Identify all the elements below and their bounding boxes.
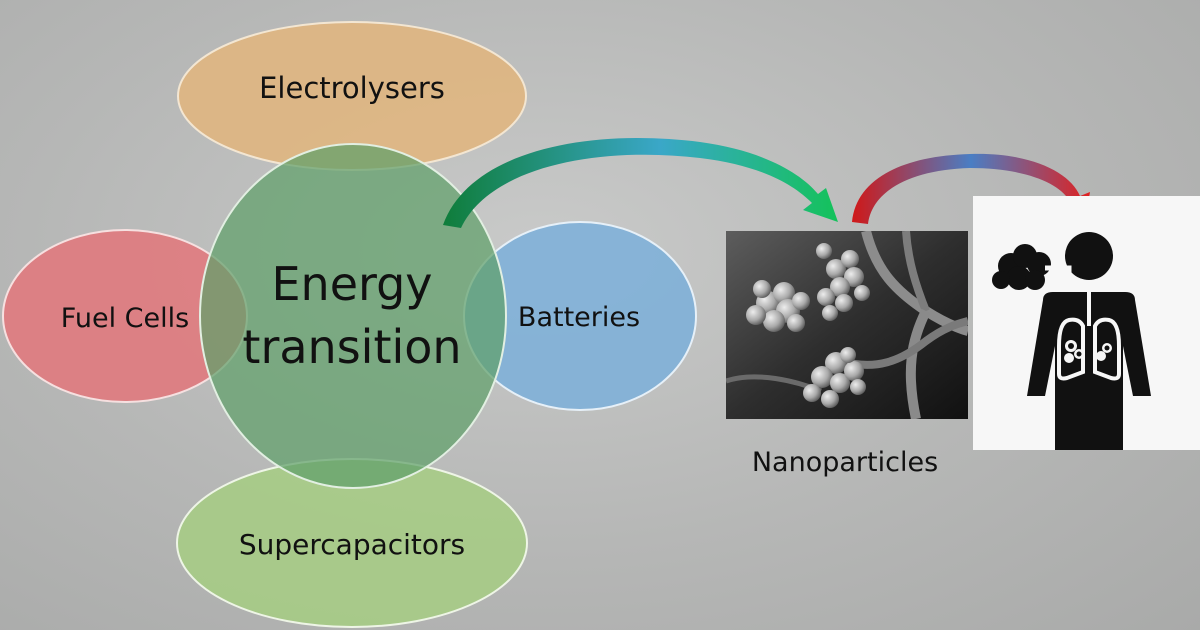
batteries-label: Batteries: [518, 302, 640, 333]
arrow-to-nanoparticles: [443, 138, 838, 228]
supercapacitors-label: Supercapacitors: [239, 528, 465, 561]
nanoparticles-caption: Nanoparticles: [751, 447, 939, 478]
energy-transition-label-line2: transition: [242, 320, 461, 374]
energy-transition-circle: [199, 143, 507, 489]
person-inhaling-particles-icon: [973, 196, 1200, 450]
fuel-cells-label: Fuel Cells: [61, 303, 189, 334]
nanoparticle-micrograph: [726, 231, 968, 419]
electrolysers-label: Electrolysers: [259, 71, 445, 105]
energy-transition-label-line1: Energy: [271, 257, 432, 311]
arrow-to-person: [852, 153, 1090, 226]
